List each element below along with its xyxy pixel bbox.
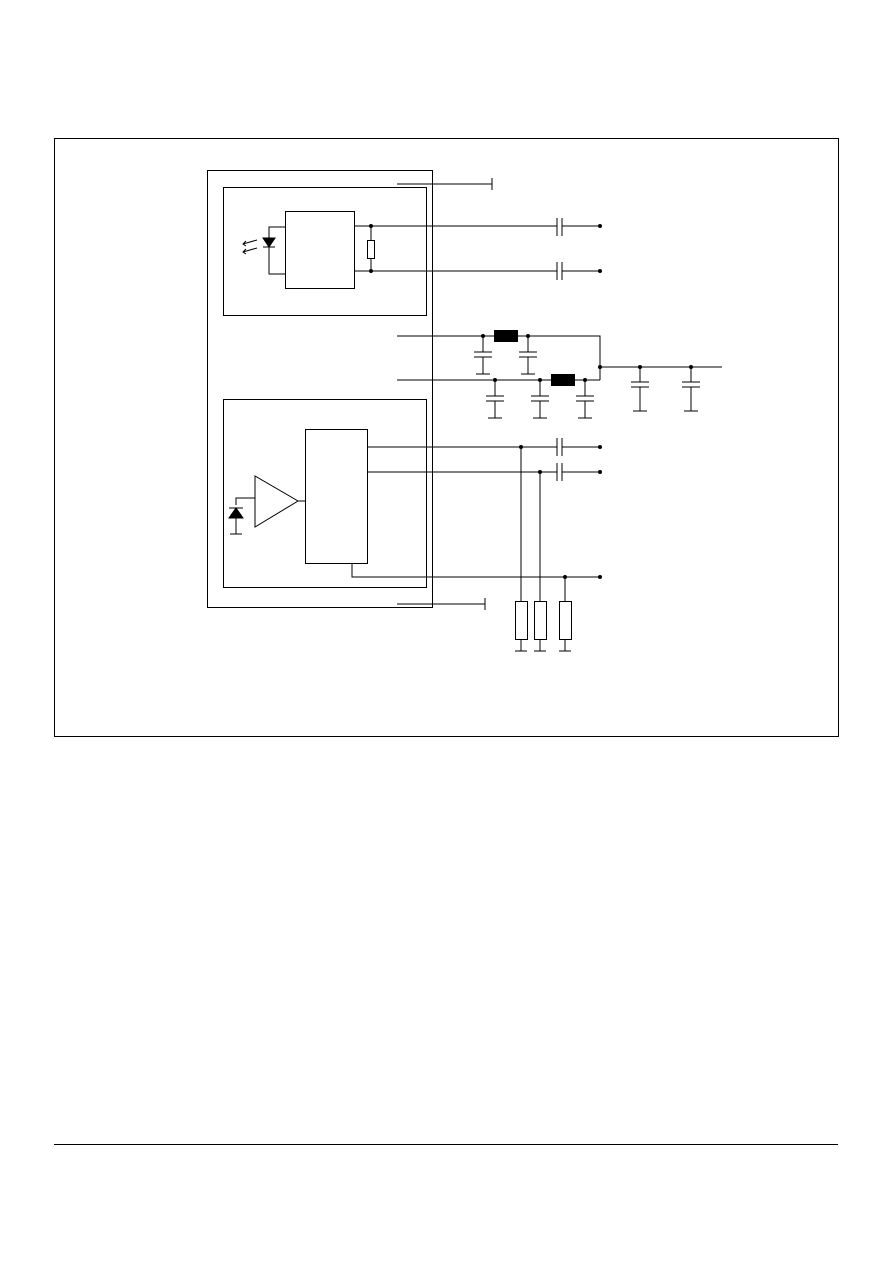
amplifier: [254, 475, 299, 528]
coupling-capacitor: [556, 262, 602, 280]
coupling-capacitor: [556, 218, 602, 236]
filter-capacitor: [682, 367, 700, 412]
receiver-block: [223, 399, 600, 588]
transmitter-ic: [285, 211, 355, 289]
receiver-ic: [305, 429, 368, 564]
coupling-capacitor: [556, 463, 602, 481]
transmitter-block: [223, 187, 557, 316]
termination-resistor: [367, 226, 375, 271]
figure-frame: [54, 138, 839, 737]
resistor: [515, 447, 528, 652]
filter-capacitor: [631, 367, 649, 412]
led: [242, 226, 285, 275]
bottom-ground-pin: [397, 598, 486, 610]
filter-capacitor: [486, 380, 504, 419]
outer-module: [207, 170, 433, 608]
inductor: [551, 374, 575, 386]
filter-capacitor: [531, 380, 549, 419]
power-filter: [397, 330, 722, 419]
top-ground-pin: [397, 178, 493, 190]
transmitter-block-frame: [223, 187, 427, 316]
filter-capacitor: [474, 336, 492, 375]
filter-capacitor: [576, 380, 594, 419]
inductor: [494, 330, 518, 342]
footer-rule: [54, 1144, 838, 1145]
filter-capacitor: [519, 336, 537, 375]
resistor: [559, 577, 572, 652]
coupling-capacitor: [556, 438, 602, 456]
receiver-block-frame: [223, 399, 427, 588]
light-emission-arrows: [242, 239, 258, 255]
photodiode: [228, 497, 255, 535]
resistor: [534, 472, 547, 652]
